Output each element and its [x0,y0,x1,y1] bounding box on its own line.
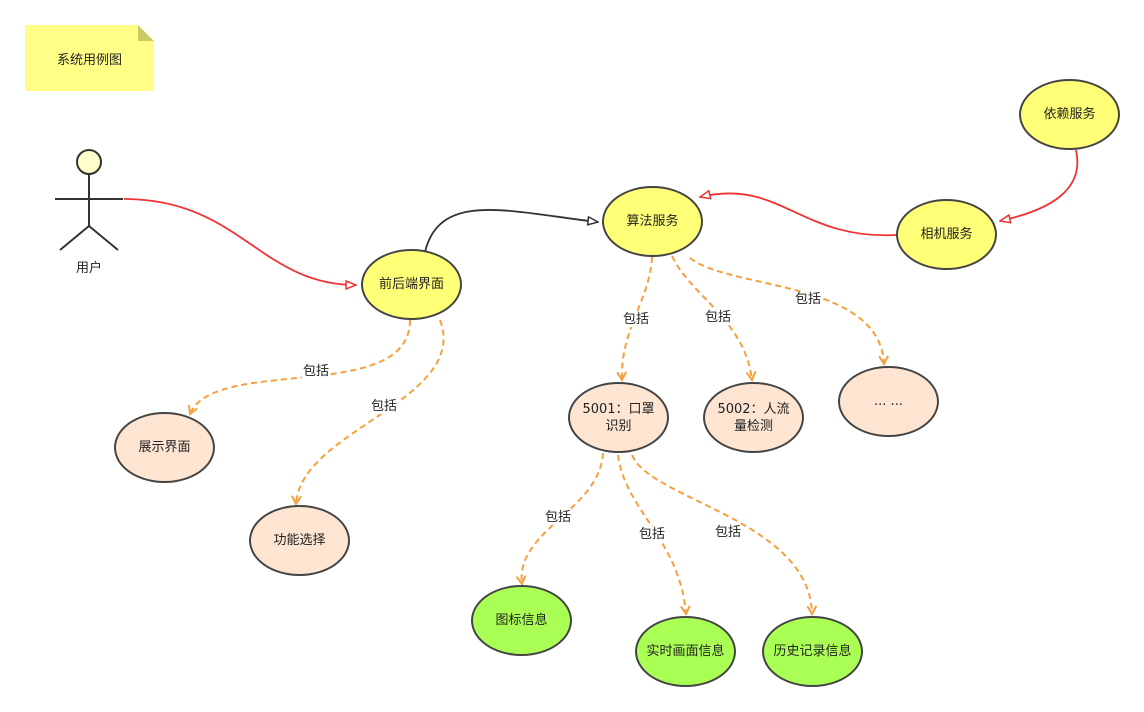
edge-label-include: 包括 [544,510,573,525]
diagram-title-note: 系统用例图 [25,25,154,91]
realtime-info-usecase[interactable]: 实时画面信息 [635,616,736,687]
display-usecase[interactable]: 展示界面 [114,412,215,483]
function-select-usecase[interactable]: 功能选择 [249,505,350,576]
user-to-frontend-edge [123,198,356,285]
include-edge-history [631,454,812,614]
edge-label-include: 包括 [302,364,331,379]
camera-usecase[interactable]: 相机服务 [896,199,997,270]
note-text: 系统用例图 [56,53,122,68]
dependency-usecase[interactable]: 依赖服务 [1019,79,1120,150]
history-info-usecase[interactable]: 历史记录信息 [762,616,863,687]
edge-label-include: 包括 [370,399,399,414]
edge-label-include: 包括 [794,292,823,307]
edge-label-include: 包括 [704,310,733,325]
include-edge-ellipsis [689,257,884,364]
include-edge-display [190,319,411,414]
frontend-to-algorithm-edge [424,209,598,253]
frontend-usecase[interactable]: 前后端界面 [361,249,462,320]
edge-label-include: 包括 [638,527,667,542]
dependency-to-camera-edge [1000,149,1079,221]
user-actor-icon [55,149,123,251]
algorithm-usecase[interactable]: 算法服务 [602,186,703,257]
ellipsis-usecase[interactable]: ... ... [838,366,939,437]
include-edge-function-select [296,319,445,504]
icon-info-usecase[interactable]: 图标信息 [471,585,572,656]
edge-label-include: 包括 [622,312,651,327]
edge-label-include: 包括 [714,525,743,540]
actor-label: 用户 [76,261,103,276]
people-counting-usecase[interactable]: 5002：人流量检测 [703,382,804,453]
camera-to-algorithm-edge [700,193,897,237]
mask-detection-usecase[interactable]: 5001：口罩识别 [568,382,669,453]
